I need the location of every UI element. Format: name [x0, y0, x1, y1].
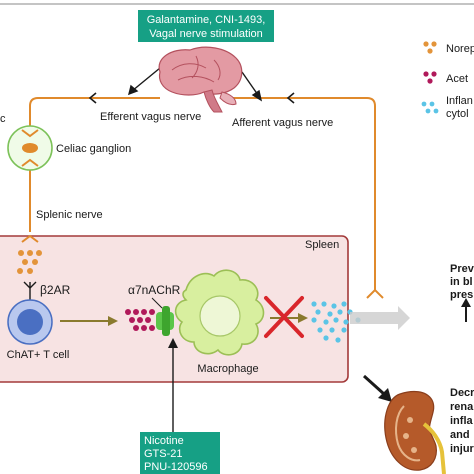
splenic-nerve-terminal: [21, 234, 39, 243]
efferent-arrowhead: [88, 92, 97, 104]
tcell-to-ach-arrow: [60, 316, 118, 326]
brain-treatment-line1: Galantamine, CNI-1493,: [147, 14, 266, 26]
prevent-line1: Prev: [450, 263, 474, 275]
afferent-arrowhead: [286, 92, 295, 104]
legend-acetylcholine-icon: [423, 71, 437, 84]
drug-line2: GTS-21: [144, 448, 183, 460]
brain-treatment-box: [138, 10, 274, 42]
tcell-nucleus: [17, 309, 43, 335]
efferent-label: Efferent vagus nerve: [100, 111, 201, 123]
drug-pointer-head: [168, 338, 178, 348]
drug-line3: PNU-120596: [144, 461, 208, 473]
cytokine-dots: [311, 301, 361, 343]
spleen-region: [0, 235, 349, 383]
splenic-nerve-label: Splenic nerve: [36, 209, 103, 221]
a7nachr-label: α7nAChR: [128, 283, 181, 297]
legend-cytokine-icon: [421, 101, 439, 114]
outcome-prevent: Prev in bl pres: [450, 263, 474, 322]
spleen-treatment-box: [140, 432, 220, 474]
legend-cytokine-label-2: cytol: [446, 108, 469, 120]
prevent-line3: pres: [450, 289, 473, 301]
legend-cytokine-label-1: Inflan: [446, 95, 473, 107]
vagus-nerve-loop: [29, 97, 376, 290]
brain-icon: [158, 46, 243, 113]
a7nachr-pointer: [151, 297, 163, 309]
afferent-receptor-icon: [366, 288, 384, 299]
brain-treatment-line2: Vagal nerve stimulation: [149, 28, 263, 40]
legend: Norep Acet Inflan cytol: [421, 41, 474, 120]
decrease-line4: and: [450, 429, 470, 441]
decrease-line5: injur: [450, 443, 474, 455]
macrophage-nucleus: [199, 295, 241, 337]
a7nachr-receptor-icon: [156, 306, 174, 336]
macrophage-label: Macrophage: [197, 363, 258, 375]
prevent-up-arrow: [461, 298, 471, 307]
outcome-decrease: Decr rena infla and injur: [450, 387, 474, 455]
kidney-icon: [384, 390, 446, 474]
legend-acetylcholine-label: Acet: [446, 73, 468, 85]
decrease-line3: infla: [450, 415, 473, 427]
legend-norepinephrine-label: Norep: [446, 43, 474, 55]
drug-line1: Nicotine: [144, 435, 184, 447]
celiac-partial-label: c: [0, 113, 6, 125]
legend-norepinephrine-icon: [423, 41, 437, 54]
inhibition-x-icon: [264, 296, 304, 338]
brain-pointer-arrows: [127, 67, 263, 102]
afferent-label: Afferent vagus nerve: [232, 117, 333, 129]
acetylcholine-dots: [125, 309, 155, 331]
spleen-label: Spleen: [305, 239, 339, 251]
cytokine-outflow-arrow: [350, 306, 410, 330]
b2ar-label: β2AR: [40, 283, 71, 297]
tcell-label: ChAT+ T cell: [7, 349, 70, 361]
spleen-to-kidney-arrow: [362, 374, 392, 402]
prevent-line2: in bl: [450, 276, 473, 288]
decrease-line1: Decr: [450, 387, 474, 399]
b2ar-receptor-icon: [23, 281, 37, 289]
decrease-line2: rena: [450, 401, 474, 413]
nerve-arrows: [88, 92, 295, 104]
celiac-synapse: [21, 129, 39, 167]
norepinephrine-dots: [17, 250, 42, 274]
celiac-ganglion-label: Celiac ganglion: [56, 143, 131, 155]
